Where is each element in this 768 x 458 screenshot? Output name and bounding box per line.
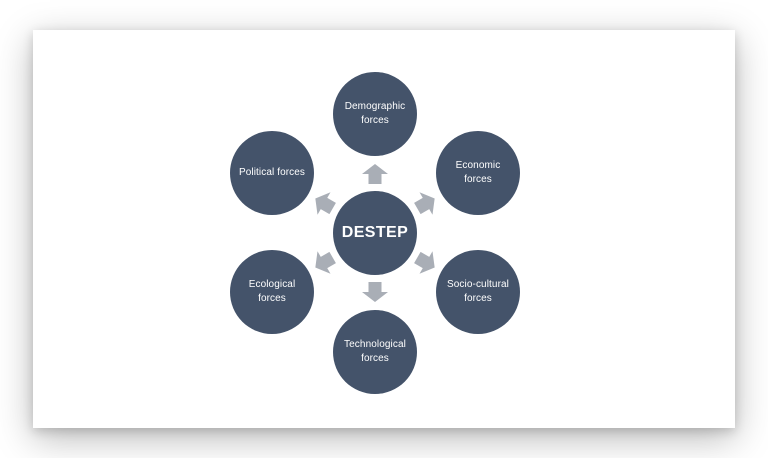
node-political: Political forces	[230, 131, 314, 215]
arrow-up-right-icon	[414, 192, 435, 215]
arrow-down-right-icon	[414, 251, 435, 274]
node-economic: Economic forces	[436, 131, 520, 215]
node-socio-cultural: Socio-cultural forces	[436, 250, 520, 334]
destep-diagram: DESTEP Demographic forces Economic force…	[33, 30, 735, 428]
arrow-down-icon	[362, 282, 388, 302]
slide: DESTEP Demographic forces Economic force…	[33, 30, 735, 428]
node-demographic: Demographic forces	[333, 72, 417, 156]
node-technological: Technological forces	[333, 310, 417, 394]
arrow-layer	[315, 164, 435, 302]
node-destep: DESTEP	[333, 191, 417, 275]
arrow-up-icon	[362, 164, 388, 184]
arrow-up-left-icon	[315, 192, 336, 215]
node-ecological: Ecological forces	[230, 250, 314, 334]
arrow-down-left-icon	[315, 251, 336, 274]
